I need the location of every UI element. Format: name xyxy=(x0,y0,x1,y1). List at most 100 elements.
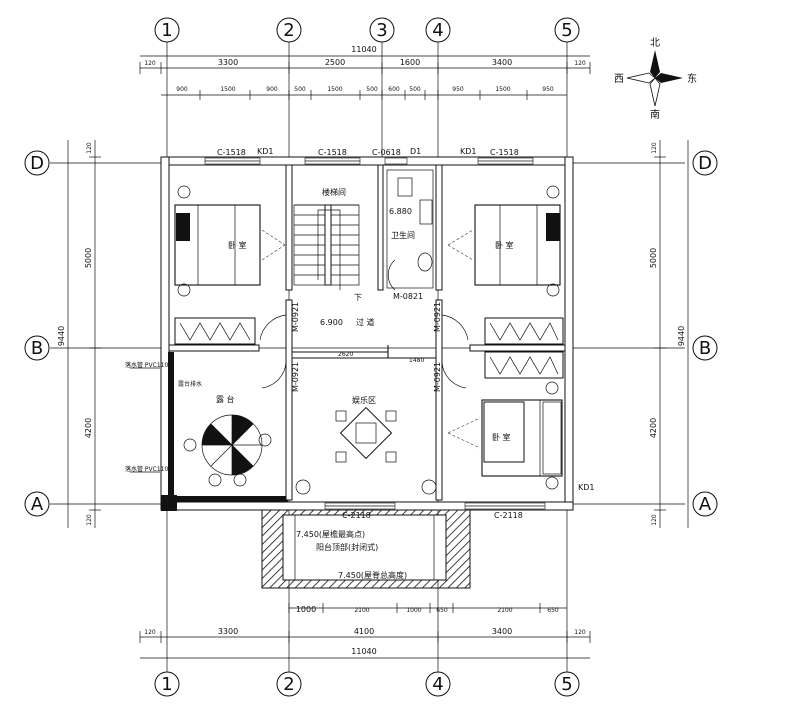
axis-bubble-2-bottom: 2 xyxy=(276,671,302,697)
room-label-bedroom-right: 卧 室 xyxy=(495,240,514,250)
compass-west: 西 xyxy=(614,74,624,85)
svg-text:950: 950 xyxy=(542,86,554,93)
terrace: 露 台 落水管 PVC110 露台排水 落水管 PVC110 xyxy=(125,361,272,487)
kd-label-right: KD1 xyxy=(460,147,477,156)
svg-text:5000: 5000 xyxy=(84,248,93,268)
interior-walls: 2620 1480 xyxy=(168,164,566,501)
svg-text:3300: 3300 xyxy=(218,627,238,636)
right-dimensions: 120 5000 4200 120 9440 xyxy=(649,140,689,528)
svg-text:2: 2 xyxy=(283,674,294,695)
top-windows: C-1518 KD1 C-1518 C-0618 D1 KD1 C-1518 xyxy=(204,147,534,165)
svg-text:D: D xyxy=(30,153,44,174)
svg-text:500: 500 xyxy=(366,86,378,93)
note-2: 露台排水 xyxy=(178,380,202,388)
bedroom-right: 卧 室 xyxy=(447,185,564,345)
svg-text:1600: 1600 xyxy=(400,58,420,67)
svg-text:3400: 3400 xyxy=(492,627,512,636)
svg-text:3300: 3300 xyxy=(218,58,238,67)
roof-label: 7.450(屋脊总高度) xyxy=(338,570,407,580)
top-dimensions: 11040 120 3300 2500 1600 3400 120 900 15… xyxy=(139,45,591,100)
svg-text:500: 500 xyxy=(409,86,421,93)
svg-text:4: 4 xyxy=(432,20,443,41)
axis-bubble-1-top: 1 xyxy=(154,17,180,43)
axis-bubble-5-top: 5 xyxy=(554,17,580,43)
left-dimensions: 9440 120 5000 4200 120 xyxy=(57,140,101,528)
compass-south: 南 xyxy=(650,108,660,121)
door-label-left: M-0921 xyxy=(291,302,300,332)
room-label-stair: 楼梯间 xyxy=(322,187,346,197)
room-label-bath: 卫生间 xyxy=(391,230,415,240)
window-label-w1: C-1518 xyxy=(217,148,246,157)
svg-text:120: 120 xyxy=(651,142,658,154)
svg-text:4200: 4200 xyxy=(84,418,93,438)
svg-text:650: 650 xyxy=(547,607,559,614)
bathroom: 6.880 卫生间 M-0821 xyxy=(386,169,434,301)
axis-bubble-1-bottom: 1 xyxy=(154,671,180,697)
axis-bubble-B-left: B xyxy=(24,335,50,361)
svg-text:4200: 4200 xyxy=(649,418,658,438)
window-label-w6: C-2118 xyxy=(494,511,523,520)
svg-text:2100: 2100 xyxy=(497,607,512,614)
axis-bubble-A-left: A xyxy=(24,491,50,517)
eave-label: 7.450(屋檐最高点) xyxy=(296,529,365,539)
axis-bubble-D-right: D xyxy=(692,150,718,176)
room-label-bedroom-sw: 卧 室 xyxy=(492,432,511,442)
window-label-w2: C-1518 xyxy=(318,148,347,157)
svg-text:5: 5 xyxy=(561,20,572,41)
bedroom-sw: 卧 室 xyxy=(447,351,564,490)
axis-bubble-D-left: D xyxy=(24,150,50,176)
svg-text:950: 950 xyxy=(452,86,464,93)
svg-text:5000: 5000 xyxy=(649,248,658,268)
svg-text:B: B xyxy=(699,338,711,359)
door-label-right: M-0921 xyxy=(433,302,442,332)
axis-bubble-4-bottom: 4 xyxy=(425,671,451,697)
svg-text:600: 600 xyxy=(388,86,400,93)
svg-text:1500: 1500 xyxy=(220,86,235,93)
balcony-top-label: 阳台顶部(封闭式) xyxy=(316,542,378,552)
note-1: 落水管 PVC110 xyxy=(125,361,168,369)
bedroom-left: 卧 室 xyxy=(174,185,286,345)
axis-bubble-3-top: 3 xyxy=(369,17,395,43)
d1-label: D1 xyxy=(410,147,421,156)
svg-text:120: 120 xyxy=(86,514,93,526)
svg-text:1000: 1000 xyxy=(296,605,316,614)
room-label-hall: 过 道 xyxy=(356,317,375,327)
compass-east: 东 xyxy=(687,72,697,85)
door-label-right2: M-0921 xyxy=(433,362,442,392)
svg-text:1500: 1500 xyxy=(327,86,342,93)
room-label-terrace: 露 台 xyxy=(216,394,235,404)
inner-dim-1: 2620 xyxy=(338,351,353,358)
svg-text:120: 120 xyxy=(86,142,93,154)
room-label-ent: 娱乐区 xyxy=(352,395,376,405)
door-label-bath: M-0821 xyxy=(393,292,423,301)
axis-bubble-4-top: 4 xyxy=(425,17,451,43)
axis-bubble-A-right: A xyxy=(692,491,718,517)
svg-text:2500: 2500 xyxy=(325,58,345,67)
svg-text:9440: 9440 xyxy=(57,326,66,346)
svg-text:3400: 3400 xyxy=(492,58,512,67)
room-label-bedroom-left: 卧 室 xyxy=(228,240,247,250)
kd-label-left: KD1 xyxy=(257,147,274,156)
hall: 6.900 过 道 M-0921 M-0921 M-0921 M-0921 xyxy=(259,302,469,392)
svg-text:4100: 4100 xyxy=(354,627,374,636)
svg-text:2: 2 xyxy=(283,20,294,41)
svg-text:9440: 9440 xyxy=(677,326,686,346)
svg-text:1000: 1000 xyxy=(406,607,421,614)
axis-bubble-B-right: B xyxy=(692,335,718,361)
note-3: 落水管 PVC110 xyxy=(125,465,168,473)
balcony: 7.450(屋檐最高点) 阳台顶部(封闭式) 7.450(屋脊总高度) xyxy=(261,507,471,589)
compass-north: 北 xyxy=(650,37,660,49)
door-label-left2: M-0921 xyxy=(291,362,300,392)
kd-label-corner: KD1 xyxy=(578,483,595,492)
bath-elevation: 6.880 xyxy=(389,207,412,216)
bottom-windows: C-2118 C-2118 KD1 xyxy=(324,483,595,520)
svg-text:1500: 1500 xyxy=(495,86,510,93)
down-label: 下 xyxy=(354,293,362,302)
svg-text:120: 120 xyxy=(651,514,658,526)
svg-text:A: A xyxy=(31,494,44,515)
axis-bubble-5-bottom: 5 xyxy=(554,671,580,697)
svg-text:900: 900 xyxy=(176,86,188,93)
bottom-dimensions: 1000 2100 1000 650 2100 650 120 3300 410… xyxy=(139,603,591,659)
